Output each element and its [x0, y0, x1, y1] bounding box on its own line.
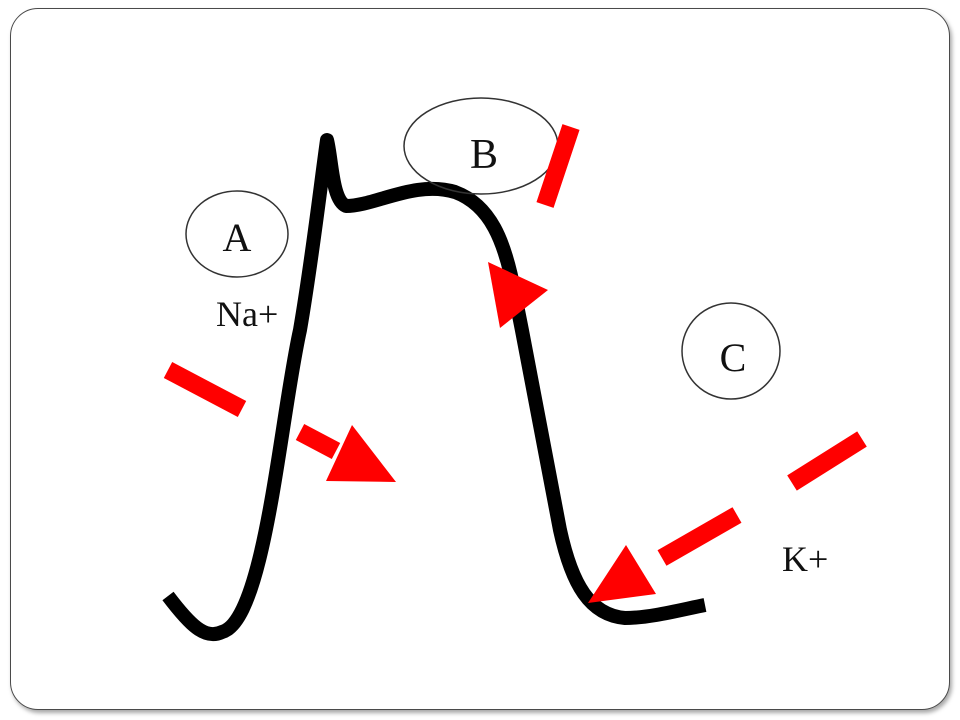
potassium-efflux-arrow — [588, 431, 867, 603]
sodium-arrow-head — [326, 425, 396, 482]
action-potential-curve — [162, 133, 707, 642]
phase-c-label: C — [720, 335, 747, 380]
potassium-ion-label: K+ — [782, 539, 828, 579]
repolarization-arrow — [488, 124, 580, 328]
potassium-arrow-head — [588, 545, 656, 603]
phase-a-label: A — [223, 215, 252, 260]
phase-b-label: B — [470, 132, 498, 178]
phase-a-circle — [185, 190, 289, 278]
repolarization-arrow-head — [488, 262, 548, 328]
phase-c-circle — [681, 302, 781, 400]
sodium-influx-arrow — [163, 362, 396, 482]
potassium-arrow-dash-2 — [657, 507, 742, 566]
sodium-ion-label: Na+ — [216, 294, 278, 334]
repolarization-arrow-dash — [536, 124, 580, 208]
potassium-arrow-dash-1 — [787, 431, 867, 491]
sodium-arrow-dash-2 — [295, 424, 341, 459]
slide-frame — [10, 8, 950, 710]
sodium-arrow-dash-1 — [163, 362, 247, 417]
